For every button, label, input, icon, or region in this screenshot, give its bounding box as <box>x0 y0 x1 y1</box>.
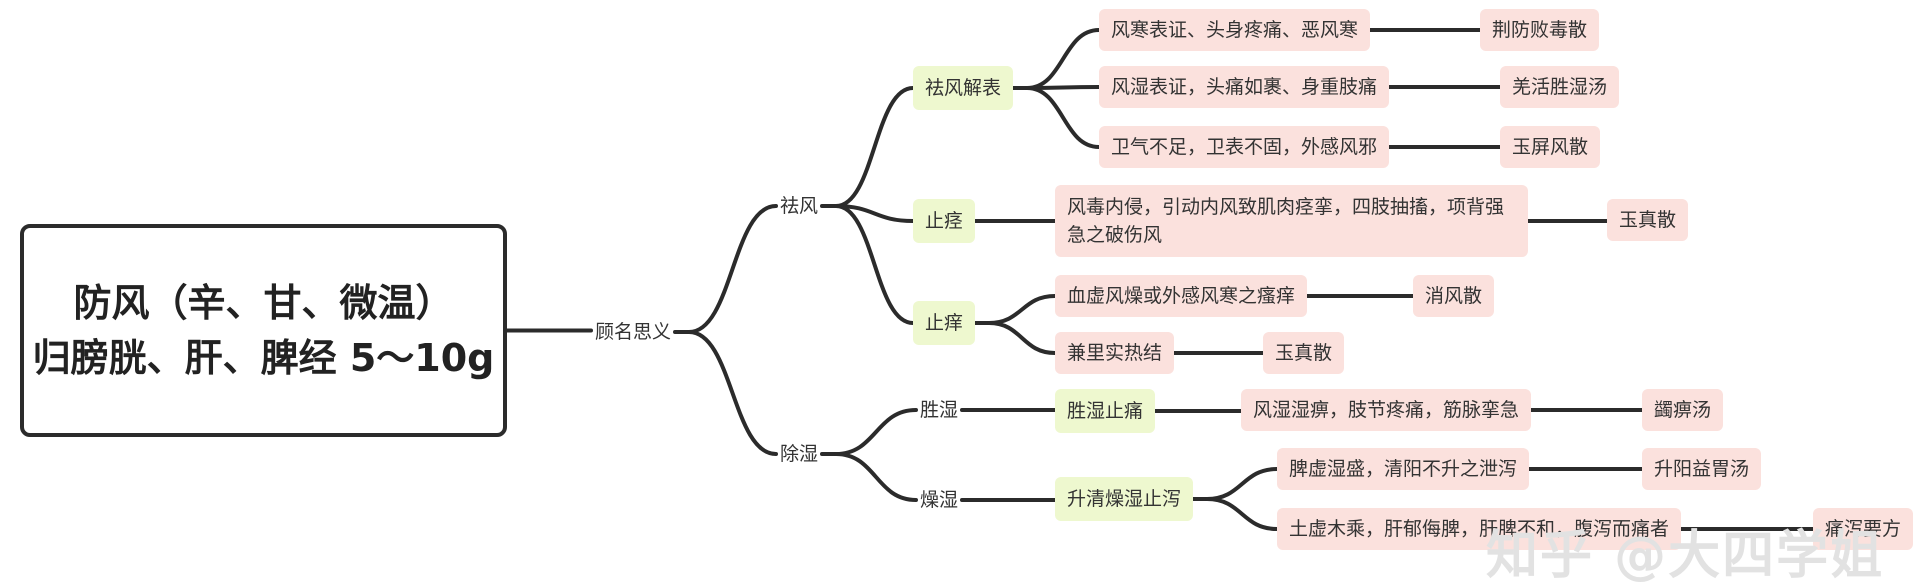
connector-indication-zaoshi-2 <box>1205 497 1279 531</box>
mind-map: 防风（辛、甘、微温） 归膀胱、肝、脾经 5～10g 顾名思义 祛风 除湿 祛风解… <box>20 9 1914 586</box>
node-qufeng-jiebiao: 祛风解表 <box>913 66 1014 110</box>
connector-node-chushi <box>687 330 778 456</box>
formula-shengshi: 蠲痹汤 <box>1642 389 1724 431</box>
connector-indication-jiebiao-3 <box>1025 86 1101 149</box>
formula-jiebiao-3: 玉屏风散 <box>1500 126 1601 168</box>
formula-jiebiao-1: 荆防败毒散 <box>1480 9 1600 51</box>
connector-node-qufeng-jiebiao <box>834 86 915 208</box>
node-guming-siyi: 顾名思义 <box>595 320 672 343</box>
node-chushi: 除湿 <box>780 442 819 465</box>
formula-zaoshi-1: 升阳益胃汤 <box>1642 448 1762 490</box>
node-zhijing: 止痉 <box>913 199 976 243</box>
formula-jiebiao-2: 羌活胜湿汤 <box>1500 66 1620 108</box>
effect-shengshi: 胜湿止痛 <box>1055 389 1156 433</box>
connector-indication-jiebiao-2 <box>1025 85 1101 90</box>
formula-zhiyang-1: 消风散 <box>1413 275 1495 317</box>
indication-jiebiao-2: 风湿表证，头痛如裹、身重肢痛 <box>1099 66 1390 108</box>
node-qufeng: 祛风 <box>780 194 819 217</box>
node-zaoshi: 燥湿 <box>920 488 959 511</box>
node-shengshi: 胜湿 <box>920 398 959 421</box>
indication-zhijing: 风毒内侵，引动内风致肌肉痉挛，四肢抽搐，项背强急之破伤风 <box>1055 185 1528 257</box>
indication-jiebiao-3: 卫气不足，卫表不固，外感风邪 <box>1099 126 1390 168</box>
formula-zhijing: 玉真散 <box>1607 199 1689 241</box>
connector-indication-jiebiao-1 <box>1025 28 1101 90</box>
indication-zaoshi-2: 土虚木乘，肝郁侮脾，肝脾不和，腹泻而痛者 <box>1277 508 1682 550</box>
indication-zhiyang-1: 血虚风燥或外感风寒之瘙痒 <box>1055 275 1308 317</box>
effect-zaoshi: 升清燥湿止泻 <box>1055 477 1194 521</box>
root-title: 防风（辛、甘、微温） <box>73 280 454 325</box>
connector-indication-zhiyang-2 <box>987 321 1057 355</box>
connector-indication-zhiyang-1 <box>987 294 1057 325</box>
root-subtitle: 归膀胱、肝、脾经 5～10g <box>32 335 495 380</box>
connector-indication-zaoshi-1 <box>1205 467 1279 501</box>
indication-zaoshi-1: 脾虚湿盛，清阳不升之泄泻 <box>1277 448 1530 490</box>
connector-lines <box>505 28 1815 531</box>
indication-zhiyang-2: 兼里实热结 <box>1055 332 1175 374</box>
watermark: 知乎 @大四学姐 <box>1486 526 1885 586</box>
formula-zaoshi-2: 痛泻要方 <box>1813 508 1914 550</box>
connector-node-qufeng <box>687 204 778 334</box>
connector-node-zhijing <box>834 204 915 223</box>
connector-node-zaoshi <box>834 452 918 502</box>
root-node: 防风（辛、甘、微温） 归膀胱、肝、脾经 5～10g <box>20 224 507 437</box>
formula-zhiyang-2: 玉真散 <box>1263 332 1345 374</box>
node-zhiyang: 止痒 <box>913 301 976 345</box>
connector-node-zhiyang <box>834 204 915 325</box>
connector-node-shengshi <box>834 408 918 456</box>
indication-shengshi: 风湿湿痹，肢节疼痛，筋脉挛急 <box>1241 389 1532 431</box>
indication-jiebiao-1: 风寒表证、头身疼痛、恶风寒 <box>1099 9 1371 51</box>
